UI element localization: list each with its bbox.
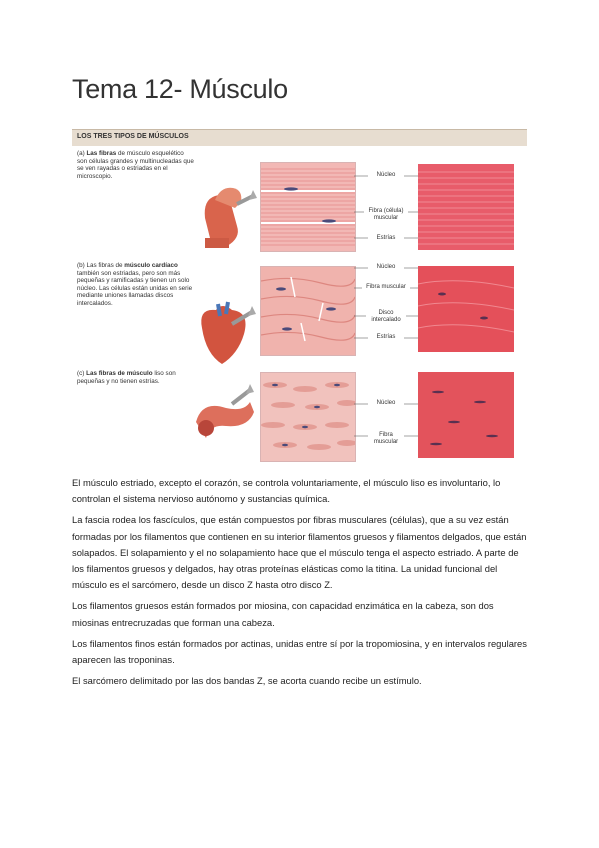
figure-label-leaders [354,175,418,437]
label-striations: Estrías [376,235,396,241]
panel-smooth: (c) Las fibras de músculo liso son peque… [72,370,527,473]
label-muscle-fiber: Fibra muscular [366,284,406,290]
label-intercalated-disc: Disco intercalado [371,310,401,323]
paragraph: El sarcómero delimitado por las dos band… [72,675,422,687]
panel-bold: Las fibras [86,150,117,157]
cardiac-micrograph-drawing [260,266,356,356]
paragraph: La fascia rodea los fascículos, que está… [72,514,527,591]
panel-bold: Las fibras de músculo [86,370,153,377]
arm-illustration [204,187,257,248]
body-text: El músculo estriado, excepto el corazón,… [72,475,530,694]
cardiac-photo [418,266,514,352]
panel-skeletal: (a) Las fibras de músculo esquelético so… [72,150,527,253]
figure-header-text: LOS TRES TIPOS DE MÚSCULOS [77,133,189,140]
heart-illustration [201,301,256,364]
label-muscle-fiber: Fibra (célula) muscular [368,208,404,221]
panel-prefix: (c) [77,370,87,377]
figure-header: LOS TRES TIPOS DE MÚSCULOS [72,130,527,146]
panel-text-body: liso son pequeñas y no tienen estrías. [77,370,176,385]
label-nucleus: Núcleo [376,400,396,406]
label-nucleus: Núcleo [376,264,396,270]
paragraph: El músculo estriado, excepto el corazón,… [72,477,501,505]
label-striations: Estrías [376,334,396,340]
paragraph: Los filamentos gruesos están formados po… [72,600,494,628]
muscle-types-figure: LOS TRES TIPOS DE MÚSCULOS (a) Las fibra… [72,129,527,463]
panel-text-body: también son estriadas, pero son más pequ… [77,269,193,307]
panel-prefix: (a) [77,150,87,157]
label-nucleus: Núcleo [376,172,396,178]
panel-cardiac-text: (b) Las fibras de músculo cardíaco tambi… [77,262,195,308]
intestine-illustration [196,384,254,438]
panel-bold: músculo cardíaco [124,262,178,269]
skeletal-photo [418,164,514,250]
smooth-micrograph-drawing [260,372,356,462]
skeletal-micrograph-drawing [260,162,356,252]
panel-text-body: de músculo esquelético son células grand… [77,150,194,180]
panel-skeletal-text: (a) Las fibras de músculo esquelético so… [77,150,195,180]
panel-cardiac: (b) Las fibras de músculo cardíaco tambi… [72,262,527,365]
paragraph: Los filamentos finos están formados por … [72,637,527,666]
page-title: Tema 12- Músculo [72,74,288,104]
smooth-photo [418,372,514,458]
panel-smooth-text: (c) Las fibras de músculo liso son peque… [77,370,195,385]
label-muscle-fiber: Fibra muscular [373,432,399,445]
panel-prefix: (b) Las fibras de [77,262,125,269]
